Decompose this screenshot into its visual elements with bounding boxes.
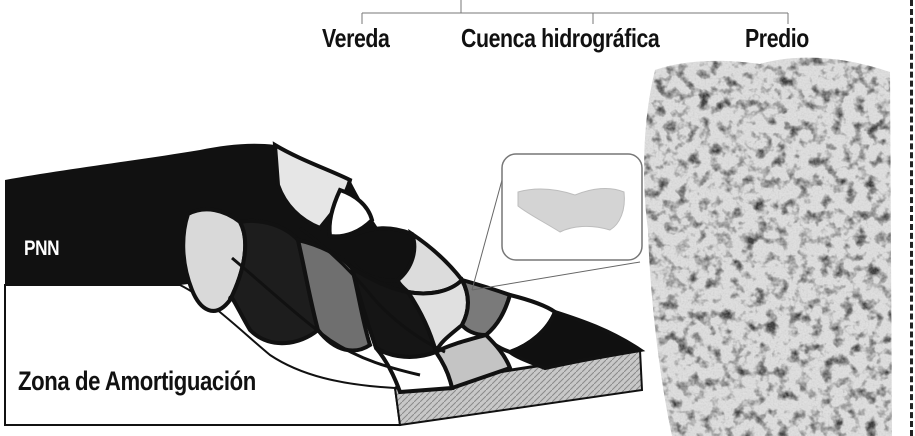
top-bracket: [362, 0, 788, 24]
forest-photo: [640, 50, 900, 436]
label-zona-amortiguacion: Zona de Amortiguación: [18, 366, 256, 397]
label-predio: Predio: [745, 23, 809, 54]
label-vereda: Vereda: [322, 23, 389, 54]
label-pnn: PNN: [24, 237, 59, 261]
dashed-border: [910, 0, 913, 436]
label-cuenca-hidrografica: Cuenca hidrográfica: [461, 23, 659, 54]
